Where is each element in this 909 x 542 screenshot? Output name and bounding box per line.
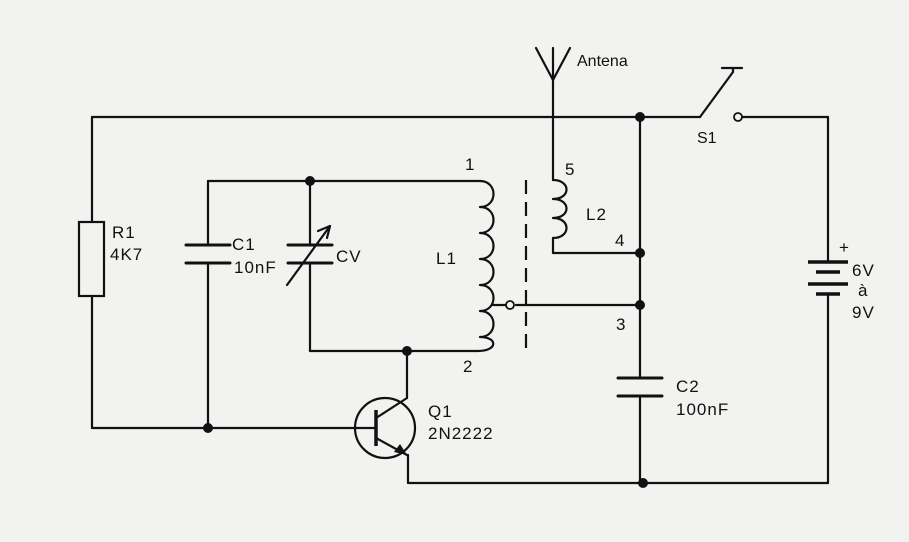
l2-pin-4: 4: [615, 231, 625, 250]
capacitor-c1: [184, 243, 232, 265]
l2-pin-5: 5: [565, 160, 575, 179]
l1-pin-2: 2: [463, 357, 473, 376]
c1-value: 10nF: [234, 258, 277, 277]
transistor-q1: [353, 396, 417, 460]
battery-plus: +: [839, 238, 850, 257]
battery-v2: 9V: [852, 303, 875, 322]
variable-capacitor-cv: [285, 224, 334, 287]
tap-point: [505, 300, 515, 310]
battery-a: à: [858, 281, 868, 300]
switch-label: S1: [697, 130, 717, 147]
junction-node: [402, 346, 412, 356]
transistor-ref: Q1: [428, 402, 453, 421]
transistor-part: 2N2222: [428, 424, 494, 443]
tap-pin-3: 3: [616, 315, 626, 334]
junction-node: [203, 423, 213, 433]
junction-node: [638, 478, 648, 488]
capacitor-c2: [616, 376, 664, 398]
junction-node: [635, 112, 645, 122]
junction-nodes: [203, 112, 648, 488]
c2-ref: C2: [676, 377, 700, 396]
l1-ref: L1: [436, 249, 457, 268]
antenna-symbol: [534, 46, 572, 82]
l2-ref: L2: [586, 205, 607, 224]
wires: [90, 78, 830, 485]
resistor-r1: [77, 220, 106, 298]
l1-pin-1: 1: [465, 155, 475, 174]
inductor-l2: [551, 178, 568, 240]
resistor-value: 4K7: [110, 245, 143, 264]
junction-node: [635, 300, 645, 310]
c1-ref: C1: [232, 235, 256, 254]
resistor-ref: R1: [112, 223, 136, 242]
junction-node: [635, 248, 645, 258]
battery: [808, 250, 848, 300]
cv-ref: CV: [336, 247, 362, 266]
switch-s1: [698, 66, 744, 122]
antenna-label: Antena: [577, 53, 628, 70]
c2-value: 100nF: [676, 400, 729, 419]
battery-v1: 6V: [852, 261, 875, 280]
inductor-l1: [476, 179, 515, 353]
junction-node: [305, 176, 315, 186]
